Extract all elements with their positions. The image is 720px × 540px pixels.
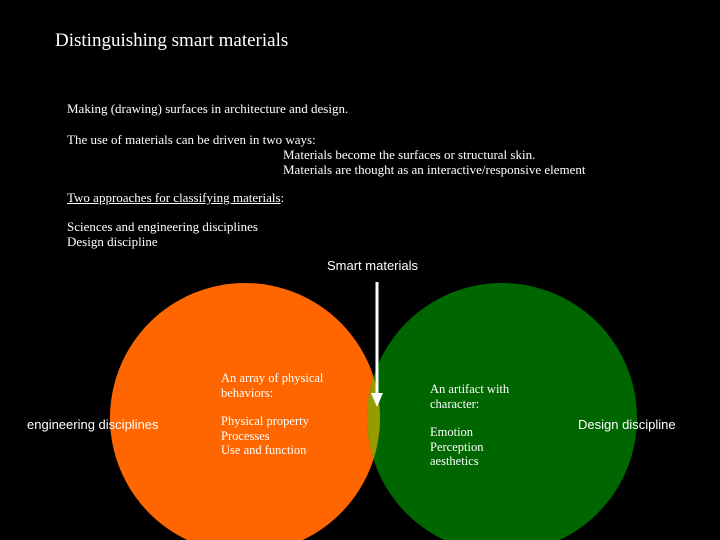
approaches-heading-colon: :: [280, 190, 285, 205]
right-circle-items: Emotion Perception aesthetics: [430, 425, 483, 469]
design-discipline-label: Design discipline: [578, 417, 676, 432]
right-item-1: Emotion: [430, 425, 474, 439]
left-item-1: Physical property: [221, 414, 309, 428]
right-circle-heading: An artifact with character:: [430, 382, 509, 411]
approaches-heading: Two approaches for classifying materials…: [67, 190, 284, 205]
arrow-head-icon: [371, 393, 383, 407]
left-item-2: Processes: [221, 428, 270, 443]
right-heading-line-2: character:: [430, 396, 480, 411]
right-heading-line-1: An artifact with: [430, 382, 510, 396]
right-item-3: aesthetics: [430, 454, 479, 468]
ways-heading: The use of materials can be driven in tw…: [67, 132, 316, 147]
way-item-1: Materials become the surfaces or structu…: [283, 147, 536, 162]
engineering-disciplines-label: engineering disciplines: [27, 417, 159, 432]
left-circle-heading: An array of physical behaviors:: [221, 371, 323, 400]
way-item-2: Materials are thought as an interactive/…: [283, 162, 586, 177]
right-item-2: Perception: [430, 439, 484, 454]
intro-line: Making (drawing) surfaces in architectur…: [67, 101, 349, 116]
left-item-3: Use and function: [221, 443, 307, 457]
left-heading-line-1: An array of physical: [221, 371, 324, 385]
right-circle: [367, 283, 637, 540]
approach-item-1: Sciences and engineering disciplines: [67, 219, 258, 234]
smart-materials-label: Smart materials: [327, 258, 419, 273]
left-circle: [110, 283, 380, 540]
left-heading-line-2: behaviors:: [221, 385, 274, 400]
approaches-heading-text: Two approaches for classifying materials: [67, 190, 281, 205]
approach-item-2: Design discipline: [67, 234, 158, 249]
left-circle-items: Physical property Processes Use and func…: [221, 414, 309, 458]
page-title: Distinguishing smart materials: [55, 30, 289, 51]
